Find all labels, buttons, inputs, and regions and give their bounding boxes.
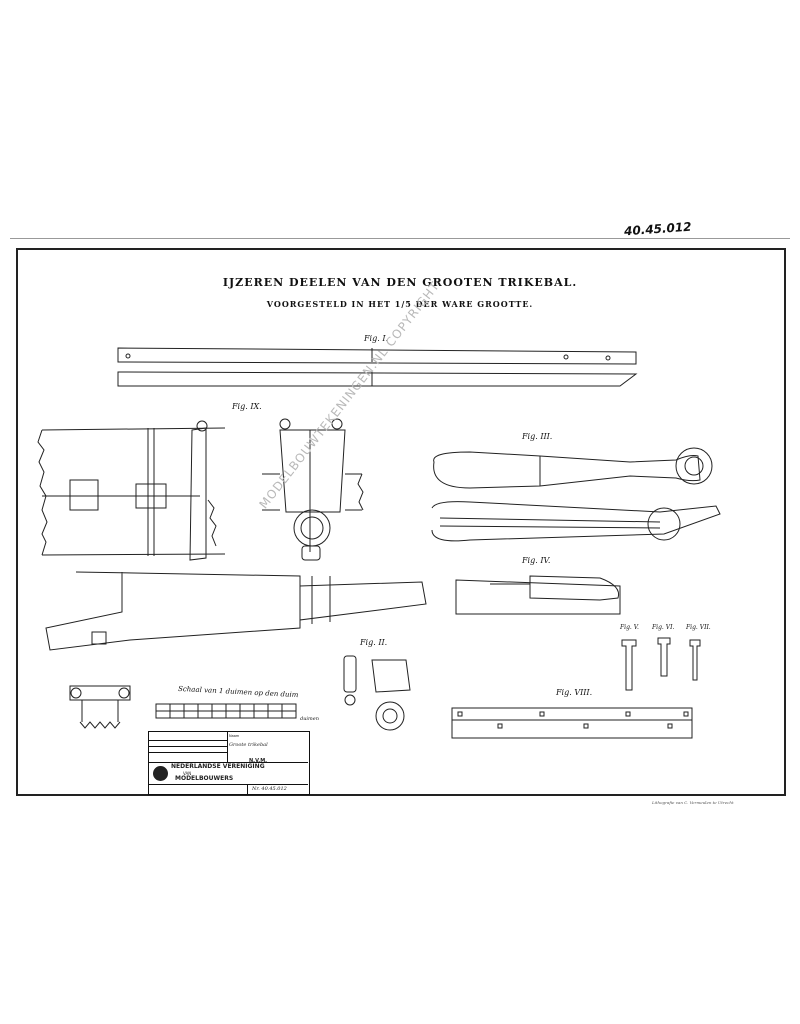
title-block-org-line3: MODELBOUWERS: [175, 775, 234, 782]
printer-credit: Lithografie van C. Vermeulen te Utrecht: [652, 800, 734, 805]
title-block-divider: [247, 784, 248, 794]
title-block-rule: [149, 740, 227, 741]
figure-1-label: Fig. I.: [364, 334, 389, 343]
figure-5-label: Fig. V.: [620, 624, 639, 631]
drawing-sheet-border: [16, 248, 786, 796]
scale-unit: duimen: [300, 716, 319, 722]
title-block-rule: [149, 752, 227, 753]
beam-assembly: [45, 571, 427, 729]
figure-2-strap: [343, 655, 411, 731]
title-block-rule: [149, 784, 308, 785]
scale-bar: [155, 703, 297, 719]
figure-7-label: Fig. VII.: [686, 624, 711, 631]
figure-8-label: Fig. VIII.: [556, 688, 593, 697]
title-block-kenmerk: N.V.M.: [249, 758, 268, 764]
title-block-rule: [149, 762, 308, 763]
figure-6-label: Fig. VI.: [652, 624, 675, 631]
drawing-title: IJZEREN DEELEN VAN DEN GROOTEN TRIKEBAL.: [222, 276, 578, 289]
figure-4-plate: [455, 575, 621, 615]
nvm-logo-icon: [153, 766, 168, 781]
title-block-org-line2: VAN: [183, 771, 192, 776]
figure-9-label: Fig. IX.: [232, 402, 262, 411]
figure-2-label: Fig. II.: [360, 638, 388, 647]
title-block-name-label: Naam: [229, 734, 240, 738]
figure-1-bar: [117, 347, 638, 387]
figure-3-label: Fig. III.: [522, 432, 553, 441]
figure-8-strap: [451, 707, 693, 739]
title-block-rule: [149, 746, 227, 747]
scan-edge-rule: [10, 238, 790, 239]
figure-3-tie: [431, 447, 721, 542]
title-block-drawing-name: Groote trikebal: [229, 742, 268, 748]
title-block: Naam Groote trikebal N.V.M. NEDERLANDSE …: [148, 731, 310, 795]
figures-5-7-bolts: [621, 637, 701, 691]
figure-4-label: Fig. IV.: [522, 556, 551, 565]
figure-9-assembly: [37, 418, 364, 561]
title-block-org-line1: NEDERLANDSE VERENIGING: [171, 763, 265, 770]
title-block-divider: [227, 732, 228, 762]
title-block-document-number: Nr. 40.45.012: [252, 786, 287, 792]
drawing-subtitle: VOORGESTELD IN HET 1/5 DER WARE GROOTTE.: [266, 299, 534, 309]
